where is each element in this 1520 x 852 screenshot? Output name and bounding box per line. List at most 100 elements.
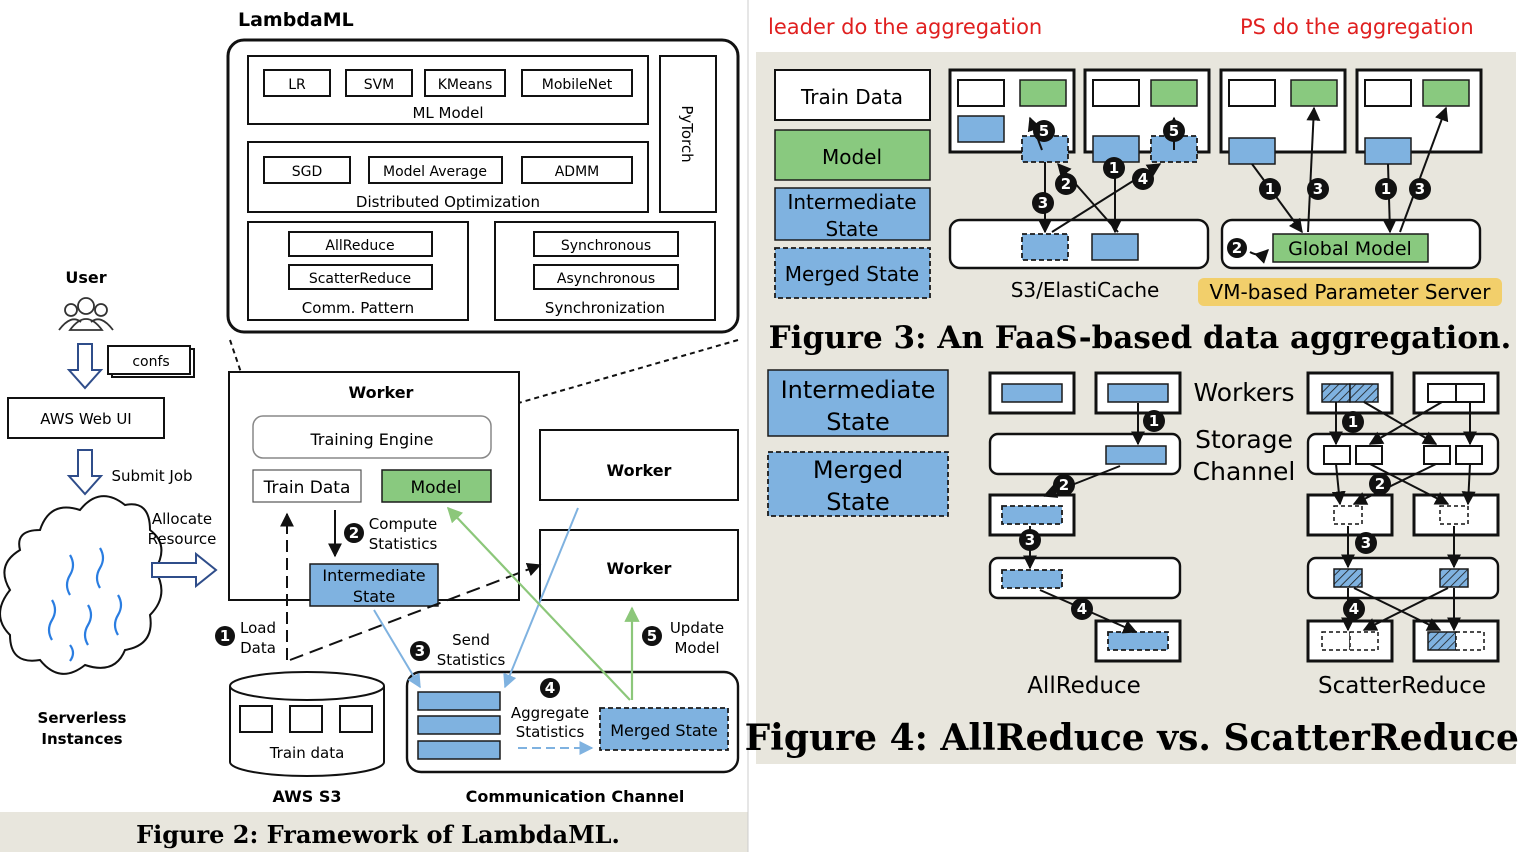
ar-step-4: 4 [1077, 600, 1087, 618]
step-4-number: 4 [545, 679, 555, 697]
sync-asynchronous: Asynchronous [557, 271, 655, 287]
fig3-ps1-inter [1228, 137, 1276, 165]
stat-3-box [417, 740, 501, 760]
fig3-ps2-data [1364, 79, 1412, 107]
fig4-legend-merged-box [767, 451, 949, 517]
stat-1-box [417, 691, 501, 711]
step-5-badge [642, 626, 662, 646]
fig3-w1-inter [957, 115, 1005, 143]
step-4-badge [540, 678, 560, 698]
legend-model-label: Model [822, 145, 882, 169]
ml-model-svm-box [345, 69, 413, 97]
load-label-2: Data [240, 639, 276, 657]
ar-worker-2b-state [1107, 631, 1169, 651]
load-label-1: Load [240, 619, 276, 637]
opt-sgd-box [263, 156, 351, 184]
leader-annotation: leader do the aggregation [768, 15, 1042, 39]
comm-allreduce: AllReduce [325, 238, 394, 254]
legend-inter-label-2: State [826, 217, 879, 241]
sr-worker-1-part-b [1349, 383, 1379, 403]
figure-4: Intermediate State Merged State 1 2 3 4 … [745, 369, 1520, 759]
fig3-step-5a: 5 [1039, 122, 1049, 140]
fig3-ps1-model [1290, 79, 1338, 107]
step-1-badge [215, 626, 235, 646]
opt-model-average: Model Average [383, 164, 487, 180]
sr-step-2-badge [1369, 473, 1391, 495]
sr-worker-2-part-b [1455, 383, 1485, 403]
compute-label-1: Compute [369, 515, 437, 533]
fig3-storage-merged [1021, 233, 1069, 261]
update-label-1: Update [670, 619, 724, 637]
step-5-number: 5 [647, 627, 657, 645]
fig3-caption: Figure 3: An FaaS-based data aggregation… [769, 320, 1512, 356]
fig3-ps-arrow-2 [1306, 106, 1321, 233]
fig3-step-3: 3 [1038, 194, 1048, 212]
merged-state-label: Merged State [610, 721, 718, 740]
ar-step-3: 3 [1025, 531, 1035, 549]
fig3-storage-box [948, 218, 1210, 270]
ar-storage-1-state [1105, 445, 1167, 465]
step-3-number: 3 [415, 642, 425, 660]
ml-model-lr-box [263, 69, 331, 97]
aws-web-ui-label: AWS Web UI [40, 410, 131, 428]
sr-s1-a [1323, 445, 1351, 465]
sr-worker-1-part-a [1321, 383, 1351, 403]
submit-job-label: Submit Job [111, 467, 192, 485]
comm-scatterreduce-box [288, 264, 433, 290]
worker-2-label: Worker [607, 461, 672, 480]
zoom-line-right [493, 339, 739, 411]
fig3-ps-step-2: 2 [1232, 239, 1242, 257]
sr-s1-b [1355, 445, 1383, 465]
opt-sgd: SGD [292, 164, 323, 180]
fig3-ps-step-3b: 3 [1415, 180, 1425, 198]
train-data-db-label: Train data [269, 744, 345, 762]
send-label-1: Send [452, 631, 490, 649]
training-engine-box [252, 415, 492, 459]
fig3-w2-model [1150, 79, 1198, 107]
fig3-ps-step-2-badge [1227, 238, 1247, 258]
ar-step-1-badge [1143, 410, 1165, 432]
fig3-w2-data [1092, 79, 1140, 107]
worker-3-label: Worker [607, 559, 672, 578]
confs-box-front [107, 345, 191, 375]
sr-worker-1c-b [1349, 631, 1379, 651]
sr-step-3: 3 [1361, 534, 1371, 552]
comm-allreduce-box [288, 231, 433, 257]
fig4-legend-merged-1: Merged [813, 456, 903, 484]
pytorch-label: PyTorch [678, 105, 696, 162]
sr-worker-1c-a [1321, 631, 1351, 651]
lambdaml-label: LambdaML [238, 9, 354, 31]
sr-step-1-badge [1342, 411, 1364, 433]
sr-arrow-1b [1363, 401, 1438, 445]
ar-step-1: 1 [1149, 412, 1159, 430]
sr-s2-b [1439, 568, 1469, 588]
sr-step-3-badge [1355, 532, 1377, 554]
sr-worker-2-part-a [1427, 383, 1457, 403]
submit-arrow-icon [66, 449, 104, 496]
sr-worker-2b-part [1439, 505, 1469, 525]
step-2-number: 2 [349, 524, 359, 542]
send-stats-arrow-1 [373, 609, 421, 689]
ml-model-mobilenet-box [521, 69, 633, 97]
comm-pattern-title: Comm. Pattern [302, 299, 414, 317]
comm-scatterreduce: ScatterReduce [309, 271, 411, 287]
sr-s1-d [1455, 445, 1483, 465]
allocate-arrow-icon [151, 551, 218, 589]
sync-synchronous-box [533, 231, 679, 257]
global-model-box [1272, 233, 1429, 263]
scatterreduce-label: ScatterReduce [1318, 673, 1486, 699]
legend-merged-box [774, 247, 931, 299]
ar-worker-1-state [1001, 383, 1063, 403]
figure-2: LambdaML LR SVM KMeans MobileNet ML Mode… [0, 0, 749, 852]
fig3-w1-model [1019, 79, 1067, 107]
update-label-2: Model [674, 639, 719, 657]
sr-worker-2c-a [1427, 631, 1457, 651]
ml-model-kmeans: KMeans [438, 77, 493, 93]
ml-model-svm: SVM [364, 77, 395, 93]
fig3-ps2-model [1422, 79, 1470, 107]
sr-worker-1b-part [1333, 505, 1363, 525]
fig3-ps-self-arrow [1249, 249, 1269, 264]
fig2-caption: Figure 2: Framework of LambdaML. [136, 820, 620, 849]
fig4-legend-merged-2: State [826, 488, 890, 516]
ml-model-lr: LR [288, 77, 306, 93]
